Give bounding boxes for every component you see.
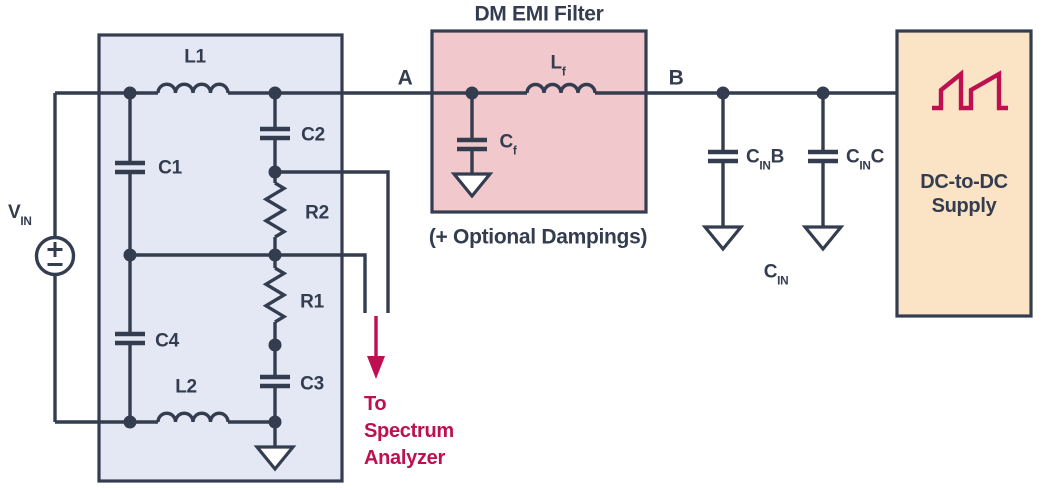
node-dot [268, 86, 282, 100]
accents [367, 69, 1008, 379]
supply-label-line2: Supply [931, 195, 997, 217]
wire-mid-rail-tap [130, 253, 367, 313]
l1-label: L1 [184, 46, 206, 68]
c1-label: C1 [158, 157, 182, 179]
inductor-l1 [156, 82, 230, 94]
l2-label: L2 [175, 376, 197, 398]
to-spectrum-analyzer-label: To Spectrum Analyzer [364, 391, 454, 472]
cinb-label-sub: IN [759, 159, 771, 173]
cinc-label: CINC [846, 146, 885, 172]
lf-label: Lf [550, 52, 566, 78]
supply-label-line1: DC-to-DC [920, 171, 1008, 193]
dm-filter-title: DM EMI Filter [474, 2, 604, 26]
to-spectrum-line3: Analyzer [364, 447, 445, 469]
cinc-label-suffix: C [870, 146, 885, 168]
capacitor-cf [457, 137, 487, 152]
c3-label: C3 [300, 373, 324, 395]
capacitor-cinc [808, 149, 838, 164]
inductor-lf [525, 82, 597, 94]
c4-label: C4 [155, 330, 179, 352]
lf-label-sub: f [561, 65, 566, 79]
node-dot [123, 248, 137, 262]
cinc-label-sub: IN [859, 159, 871, 173]
lf-label-main: L [550, 52, 563, 74]
node-dot [268, 415, 282, 429]
ground-cinb-icon [701, 225, 745, 252]
cinb-label-suffix: B [770, 146, 785, 168]
node-dot [268, 338, 282, 352]
resistor-r2 [262, 181, 288, 239]
wire-upper-tap [275, 170, 390, 313]
wires [53, 82, 897, 447]
cf-label-sub: f [512, 144, 517, 158]
to-spectrum-line2: Spectrum [364, 420, 454, 442]
ground-c3-icon [253, 445, 297, 472]
inductor-l2 [156, 411, 230, 423]
c2-label: C2 [301, 124, 325, 146]
node-b-label: B [668, 66, 684, 90]
capacitor-c1 [115, 160, 145, 175]
cin-label: CIN [763, 261, 789, 287]
r2-label: R2 [305, 202, 329, 224]
ground-cinc-icon [801, 225, 845, 252]
junction-dots [123, 86, 830, 429]
r1-label: R1 [300, 291, 324, 313]
node-dot [816, 86, 830, 100]
lisn-box [97, 33, 344, 483]
capacitor-c4 [115, 331, 145, 346]
grounds [253, 172, 845, 472]
to-spectrum-line1: To [364, 393, 387, 415]
node-dot [268, 165, 282, 179]
cin-label-sub: IN [777, 274, 789, 288]
node-dot [716, 86, 730, 100]
cin-label-main: C [763, 261, 778, 283]
capacitors [115, 126, 838, 389]
cinc-label-main: C [846, 146, 860, 168]
ground-cf-icon [450, 172, 494, 199]
cinb-label-main: C [746, 146, 760, 168]
switching-waveform-icon [932, 69, 1008, 111]
node-dot [465, 86, 479, 100]
supply-box [895, 29, 1033, 318]
capacitor-cinb [708, 149, 738, 164]
node-a-label: A [397, 66, 413, 90]
plus-minus-icon [47, 242, 63, 266]
cf-label-main: C [499, 131, 513, 153]
resistor-r1 [262, 266, 288, 324]
node-dot [123, 86, 137, 100]
node-dot [123, 415, 137, 429]
spectrum-arrow-head-icon [367, 356, 385, 379]
node-dot [268, 248, 282, 262]
cf-label: Cf [499, 131, 516, 157]
cinb-label: CINB [746, 146, 785, 172]
capacitor-c2 [260, 126, 290, 141]
vin-label-main: V [8, 202, 21, 223]
optional-dampings-label: (+ Optional Dampings) [428, 225, 648, 249]
vin-source [34, 235, 76, 277]
vin-label-sub: IN [20, 214, 32, 228]
capacitor-c3 [260, 374, 290, 389]
vin-label: VIN [8, 202, 32, 227]
